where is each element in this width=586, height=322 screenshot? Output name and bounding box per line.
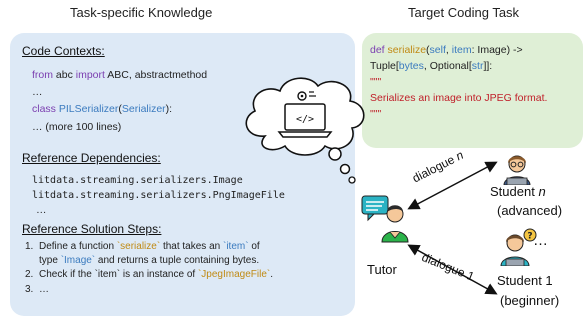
student-beginner-icon: ? bbox=[500, 228, 537, 266]
step-number: 3. bbox=[25, 284, 34, 295]
tutor-icon bbox=[361, 195, 409, 243]
student-advanced-icon bbox=[503, 155, 531, 185]
paren-open: ( bbox=[118, 103, 122, 115]
student-1-label: Student 1 bbox=[497, 273, 553, 288]
student-n-level: (advanced) bbox=[497, 203, 563, 218]
kw-def: def bbox=[370, 44, 385, 56]
step-text: of bbox=[248, 241, 260, 252]
code-line-import: from abc import ABC, abstractmethod bbox=[32, 69, 207, 81]
students-ellipsis: … bbox=[533, 232, 548, 249]
step-text: Check if the `item` is an instance of bbox=[39, 269, 198, 280]
step-text: type bbox=[39, 255, 61, 266]
comma: , bbox=[445, 44, 452, 56]
target-code: def serialize(self, item: Image) -> Tupl… bbox=[370, 42, 547, 122]
class-name: PILSerializer bbox=[55, 103, 119, 115]
student-1-level: (beginner) bbox=[500, 293, 560, 308]
type-bytes: bytes bbox=[398, 60, 424, 72]
signature-rest: : Image) -> bbox=[471, 44, 523, 56]
step-text: that takes an bbox=[160, 241, 223, 252]
docstring-open: """ bbox=[370, 76, 382, 88]
paren-close: ): bbox=[165, 103, 173, 115]
step-3: 3. … bbox=[25, 283, 49, 297]
code-line-more: … (more 100 lines) bbox=[32, 121, 122, 133]
step-number: 1. bbox=[25, 241, 34, 252]
heading-task-knowledge: Task-specific Knowledge bbox=[70, 5, 213, 20]
kw-from: from bbox=[32, 69, 53, 81]
return-type: ]]: bbox=[483, 60, 493, 72]
step-text: and returns a tuple containing bytes. bbox=[95, 255, 260, 266]
dependency-item: litdata.streaming.serializers.Image bbox=[32, 175, 243, 186]
dependency-ellipsis: … bbox=[36, 204, 47, 216]
student-n-label: Student n bbox=[490, 184, 546, 199]
step-2: 2.Check if the `item` is an instance of … bbox=[25, 268, 273, 282]
target-task-panel bbox=[362, 33, 583, 148]
svg-text:</>: </> bbox=[296, 114, 314, 125]
module-name: abc bbox=[53, 69, 76, 81]
step-number: 2. bbox=[25, 269, 34, 280]
tutor-label: Tutor bbox=[367, 262, 397, 277]
reference-dependencies-title: Reference Dependencies: bbox=[22, 151, 161, 165]
thought-cloud-icon: </> bbox=[245, 77, 365, 184]
step-text: … bbox=[39, 284, 49, 295]
return-type: Tuple[ bbox=[370, 60, 399, 72]
kw-import: import bbox=[75, 69, 105, 81]
dialogue-1-arrow bbox=[407, 244, 498, 295]
return-type: , Optional[ bbox=[423, 60, 472, 72]
dependency-item: litdata.streaming.serializers.PngImageFi… bbox=[32, 190, 285, 201]
base-class: Serializer bbox=[121, 103, 166, 115]
type-str: str bbox=[471, 60, 484, 72]
docstring-text: Serializes an image into JPEG format. bbox=[370, 92, 548, 104]
kw-class: class bbox=[32, 103, 56, 115]
docstring-close: """ bbox=[370, 108, 382, 120]
paren-open: ( bbox=[426, 44, 430, 56]
param-self: self bbox=[429, 44, 446, 56]
step-type: `Image` bbox=[60, 255, 96, 266]
step-text: . bbox=[270, 269, 274, 280]
param-item: item bbox=[451, 44, 472, 56]
code-line-class: class PILSerializer(Serializer): bbox=[32, 103, 172, 115]
student-n-var: n bbox=[538, 184, 546, 199]
step-fn: `serialize` bbox=[116, 241, 161, 252]
dialogue-arrows bbox=[407, 161, 498, 295]
reference-steps-title: Reference Solution Steps: bbox=[22, 222, 162, 236]
dialogue-n-arrow bbox=[407, 161, 498, 210]
dialogue-var: n bbox=[453, 147, 466, 164]
code-line-ellipsis: … bbox=[32, 86, 43, 98]
function-name: serialize bbox=[384, 44, 427, 56]
step-class: `JpegImageFile` bbox=[197, 269, 271, 280]
svg-text:?: ? bbox=[527, 232, 532, 242]
student-n-text: Student bbox=[490, 184, 535, 199]
heading-target-task: Target Coding Task bbox=[408, 5, 520, 20]
step-text: Define a function bbox=[39, 241, 117, 252]
imported-names: ABC, abstractmethod bbox=[104, 69, 208, 81]
step-item: `item` bbox=[223, 241, 249, 252]
step-1: 1. Define a function `serialize` that tak… bbox=[25, 240, 260, 268]
code-contexts-title: Code Contexts: bbox=[22, 44, 105, 58]
